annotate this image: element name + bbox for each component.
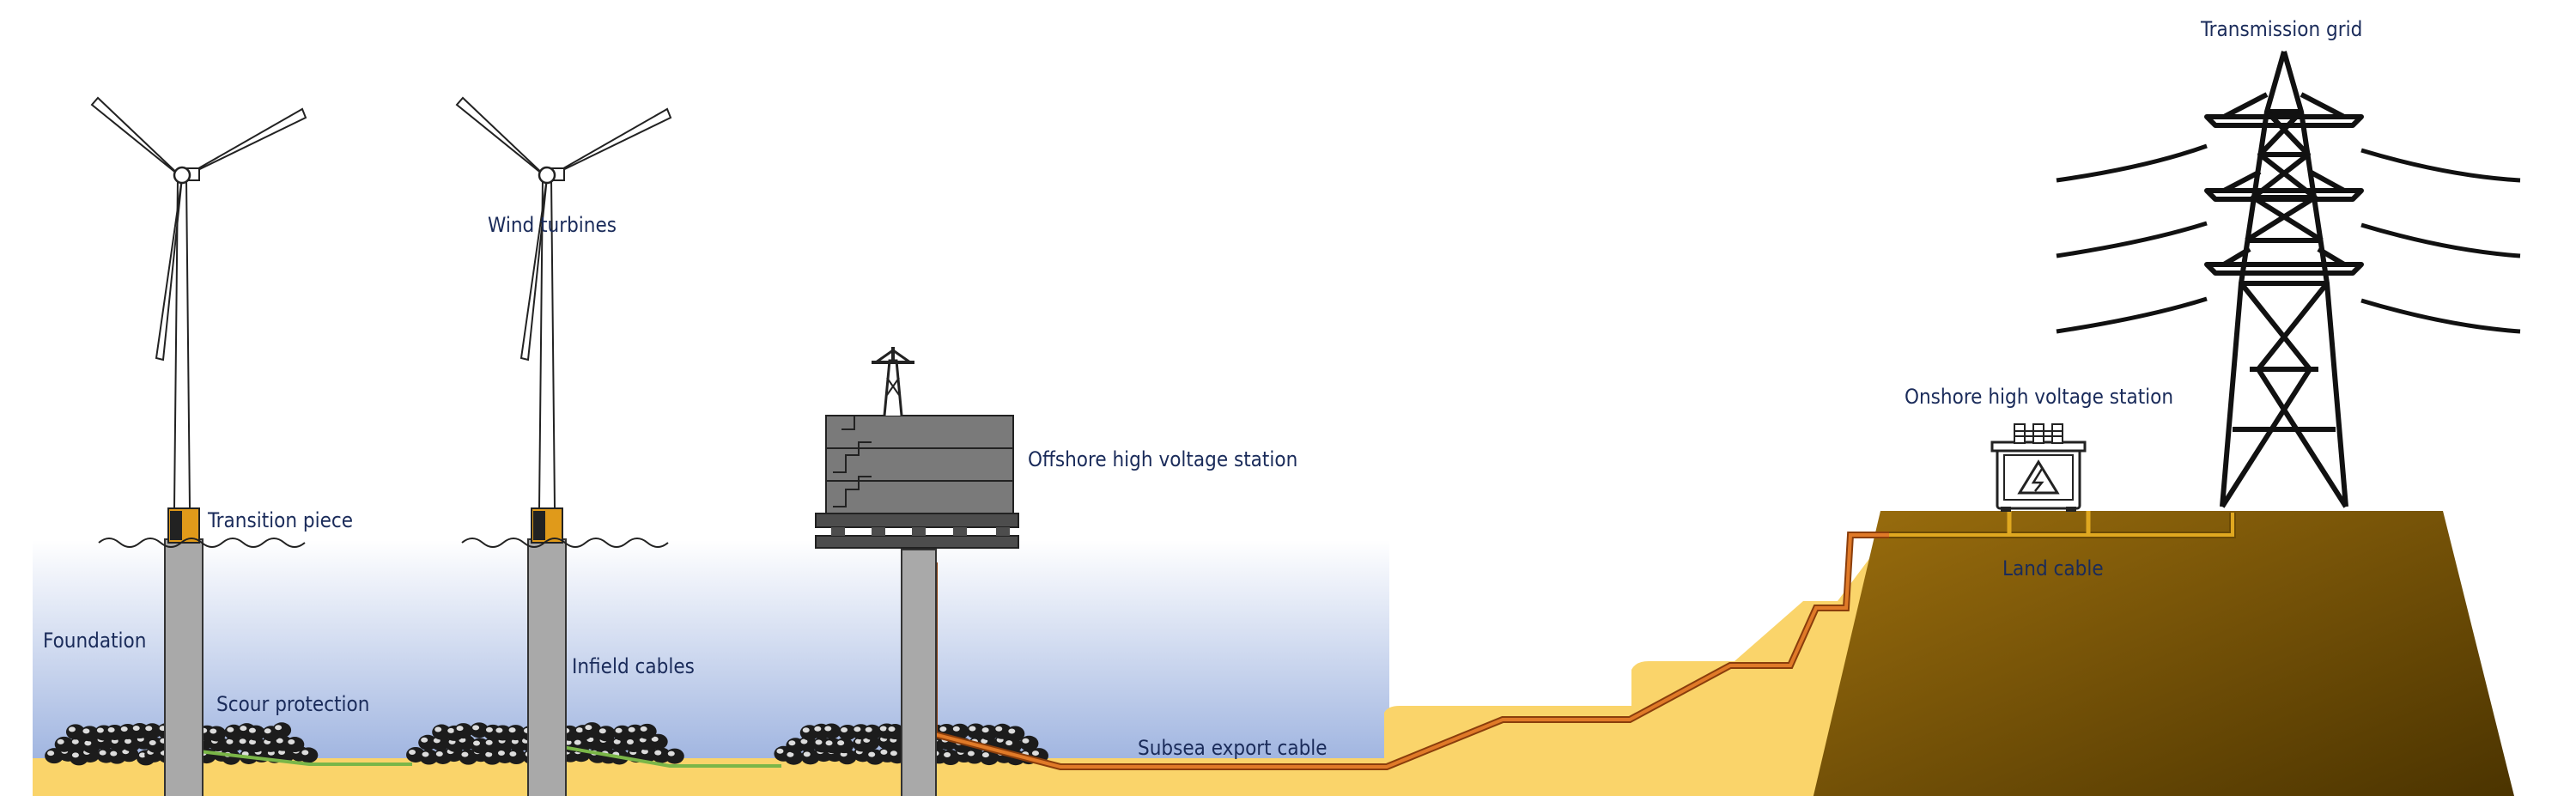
label-infield-cables: Infield cables (572, 654, 695, 678)
rock (822, 723, 841, 739)
rock (285, 737, 305, 753)
label-foundation: Foundation (43, 629, 146, 653)
label-scour-protection: Scour protection (216, 692, 369, 716)
transmission-tower-icon (2204, 51, 2364, 508)
label-onshore-station: Onshore high voltage station (1905, 385, 2173, 409)
rock (1005, 726, 1025, 742)
rock (665, 748, 684, 764)
rock (596, 726, 616, 742)
rock (207, 726, 227, 742)
label-transmission-grid: Transmission grid (2200, 17, 2362, 41)
wind-turbine-icon (90, 96, 307, 796)
transformer-icon (1990, 423, 2087, 512)
wind-turbine-icon (455, 96, 672, 796)
rock (835, 738, 854, 754)
offshore-platform-icon (815, 347, 1019, 796)
label-land-cable: Land cable (2002, 556, 2104, 580)
sea-bed (33, 758, 1384, 796)
label-wind-turbines: Wind turbines (488, 213, 617, 237)
shallow-sand (1384, 511, 1949, 796)
label-subsea-export-cable: Subsea export cable (1138, 736, 1327, 760)
label-transition-piece: Transition piece (207, 508, 353, 532)
rock (272, 722, 292, 738)
land-mass (1813, 511, 2514, 796)
rock (299, 747, 319, 763)
power-lines (2056, 143, 2521, 334)
label-offshore-station: Offshore high voltage station (1028, 447, 1297, 471)
rock (637, 723, 657, 739)
